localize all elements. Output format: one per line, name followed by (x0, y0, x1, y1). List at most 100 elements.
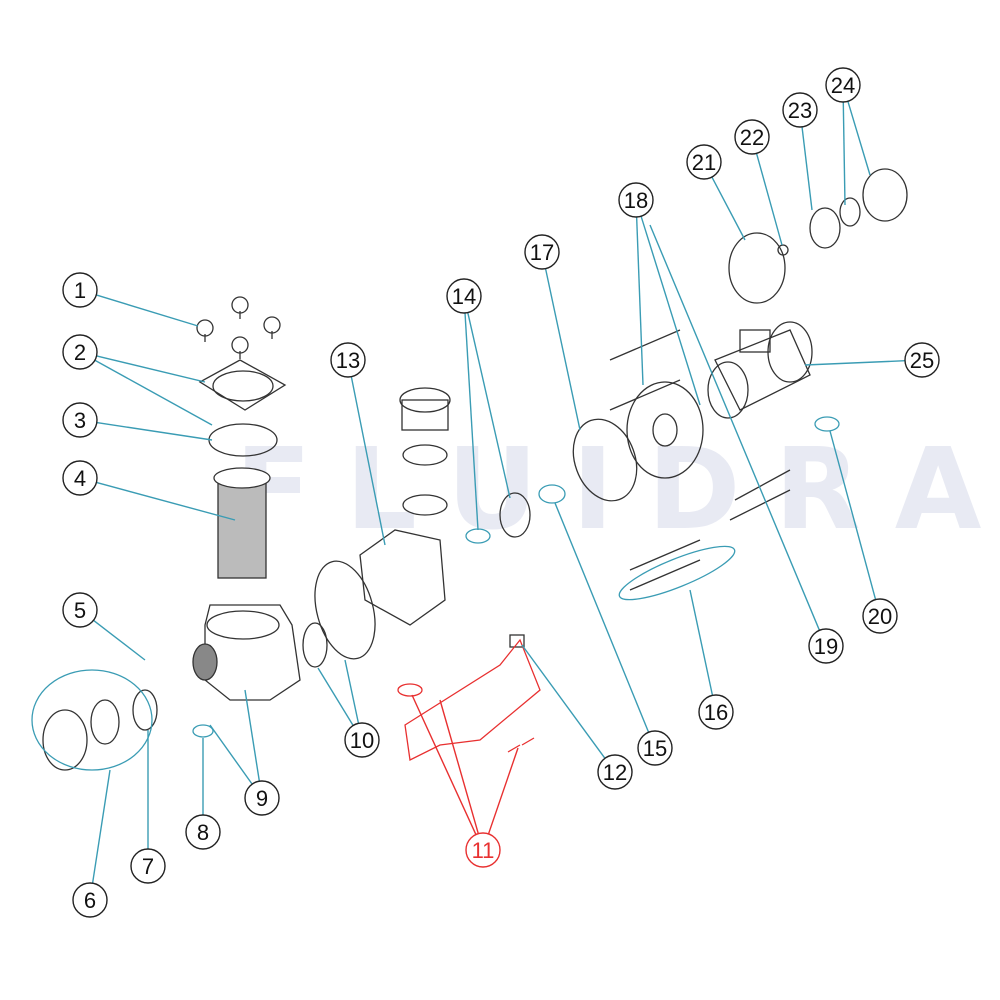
tie-rod-part (729, 489, 791, 521)
diffuser-gasket-part (314, 560, 376, 660)
callout-circle (597, 754, 633, 790)
callout-15: 15 (554, 502, 673, 766)
leader-line (689, 589, 714, 696)
callout-circle (524, 234, 560, 270)
callout-number: 23 (788, 98, 812, 123)
callout-circle (72, 882, 108, 918)
callout-number: 1 (74, 278, 86, 303)
union-nut-part (42, 709, 88, 771)
leader-line (487, 747, 519, 835)
support-screw-part (507, 744, 521, 753)
leader-line (317, 667, 354, 726)
inlet-thread-part (192, 643, 218, 681)
callout-number: 2 (74, 340, 86, 365)
leader-line (847, 101, 871, 176)
callout-circle (446, 278, 482, 314)
callout-circle (62, 402, 98, 438)
leader-line (411, 694, 477, 835)
leader-line (350, 376, 386, 546)
callout-8: 8 (185, 738, 221, 850)
callout-number: 11 (472, 838, 495, 863)
fan-part (839, 197, 861, 227)
union-gasket-top-part (402, 494, 448, 516)
callout-number: 7 (142, 854, 154, 879)
callout-circle (62, 272, 98, 308)
seal-plate-hub-part (652, 413, 678, 447)
housing-opening-part (206, 610, 280, 640)
leader-line (842, 101, 846, 206)
leader-line (91, 769, 111, 884)
callout-circle (62, 592, 98, 628)
fan-cover-part (809, 207, 841, 249)
fan-shroud-part (862, 168, 908, 222)
callout-1: 1 (62, 272, 199, 327)
motor-connector-part (509, 634, 525, 648)
callout-number: 4 (74, 466, 86, 491)
callout-circle (862, 598, 898, 634)
callout-4: 4 (62, 460, 236, 521)
leader-line (544, 268, 581, 431)
callout-number: 21 (692, 150, 716, 175)
leader-line (755, 153, 783, 246)
terminal-box-part (739, 329, 771, 353)
callout-circle (825, 67, 861, 103)
mechanical-seal-group (538, 484, 566, 504)
callout-5: 5 (62, 592, 146, 661)
leader-line (801, 126, 813, 211)
seal-plate-gasket-part (572, 418, 638, 502)
leader-line (804, 360, 906, 366)
basket-rim-part (213, 467, 271, 489)
callout-18: 18 (618, 182, 701, 406)
callout-circle (904, 342, 940, 378)
drain-plug-group (192, 724, 214, 738)
callout-number: 15 (643, 736, 667, 761)
tie-rod-part (609, 329, 681, 361)
callout-number: 20 (868, 604, 892, 629)
union-nut-top-part (399, 387, 451, 413)
tie-rod-part (629, 559, 701, 591)
callout-20: 20 (829, 430, 898, 634)
callout-circle (637, 730, 673, 766)
leader-line (96, 294, 199, 327)
callout-circle (808, 628, 844, 664)
support-screw-part (521, 737, 535, 746)
support-gasket-part (397, 683, 423, 697)
pre-filter-housing-part (204, 604, 301, 701)
callout-6: 6 (72, 769, 111, 918)
callout-10: 10 (317, 659, 380, 758)
callout-circle (62, 460, 98, 496)
callout-21: 21 (686, 144, 746, 241)
leader-line (96, 481, 236, 521)
union-tail-part (90, 699, 120, 745)
o-ring-small-part (302, 622, 328, 668)
callout-7: 7 (130, 730, 166, 884)
callout-circle (330, 342, 366, 378)
callout-17: 17 (524, 234, 581, 431)
callout-circle (698, 694, 734, 730)
callout-circle (244, 780, 280, 816)
lid-opening-part (212, 370, 274, 402)
callout-circle (465, 832, 501, 868)
leader-line (464, 312, 479, 531)
callout-number: 24 (831, 73, 855, 98)
bearing-part (777, 244, 789, 256)
callout-circle (686, 144, 722, 180)
callout-circle (782, 92, 818, 128)
callout-number: 5 (74, 598, 86, 623)
strainer-basket-part (217, 477, 267, 579)
leader-line (344, 659, 360, 724)
impeller-part (499, 492, 531, 538)
tie-rods-group (618, 545, 736, 601)
tie-rod-part (609, 379, 681, 411)
motor-flange-end-part (707, 361, 749, 419)
callout-11: 11 (411, 694, 519, 868)
leader-line (640, 216, 701, 406)
callout-circle (618, 182, 654, 218)
callout-number: 22 (740, 125, 764, 150)
leader-line (649, 224, 821, 631)
tie-rod-part (629, 539, 701, 571)
callout-12: 12 (521, 644, 633, 790)
leader-line (94, 359, 213, 426)
callout-number: 14 (452, 284, 476, 309)
